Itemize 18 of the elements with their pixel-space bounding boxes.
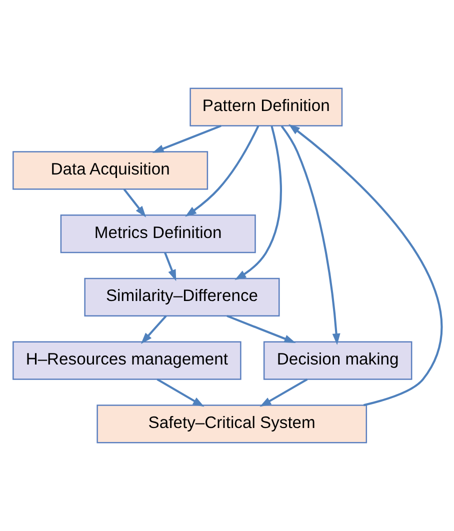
node-box: Similarity–Difference bbox=[84, 278, 280, 317]
arrow bbox=[140, 315, 166, 344]
arrow bbox=[156, 378, 204, 407]
arrow bbox=[280, 126, 340, 345]
arrow bbox=[164, 252, 176, 282]
node-box: Metrics Definition bbox=[60, 214, 256, 254]
node-box: H–Resources management bbox=[12, 341, 241, 380]
node-box: Decision making bbox=[262, 341, 412, 380]
node-box: Pattern Definition bbox=[189, 88, 342, 126]
arrow bbox=[122, 188, 146, 218]
arrow bbox=[259, 378, 308, 407]
node-box: Safety–Critical System bbox=[96, 404, 367, 444]
arrow bbox=[184, 125, 259, 217]
arrow bbox=[152, 124, 221, 153]
arrow bbox=[288, 124, 442, 406]
arrow bbox=[234, 126, 282, 280]
arrow bbox=[226, 315, 296, 343]
node-box: Data Acquisition bbox=[12, 151, 208, 190]
